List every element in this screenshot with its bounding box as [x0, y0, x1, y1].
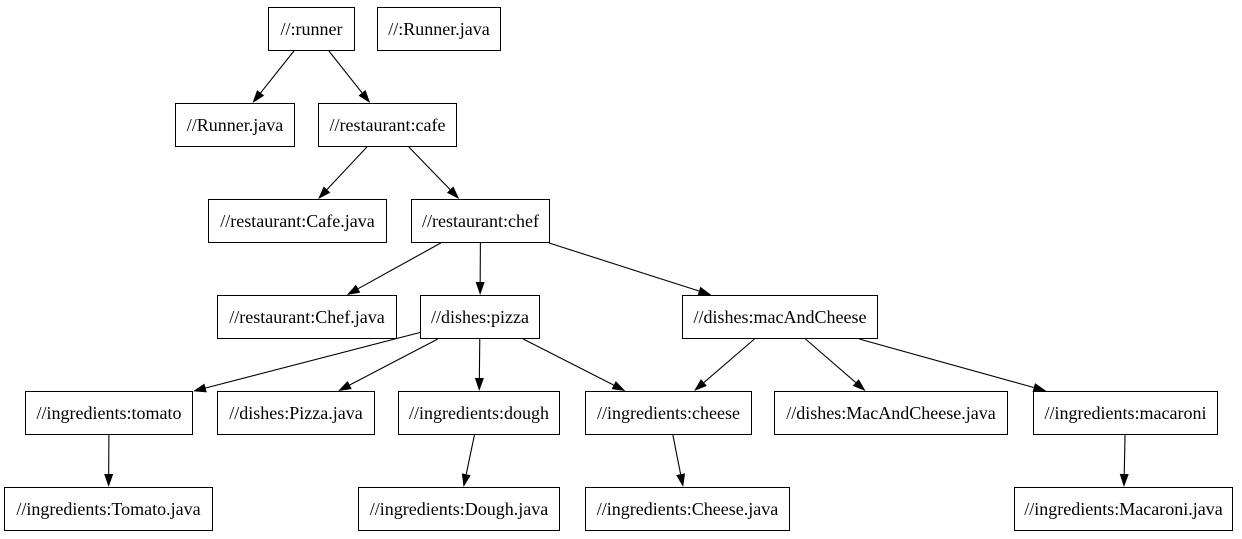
arrowhead-icon: [1032, 383, 1047, 392]
graph-node-runner: //:runner: [268, 7, 355, 51]
graph-node-dough: //ingredients:dough: [398, 391, 560, 435]
arrowhead-icon: [104, 473, 114, 487]
graph-node-mac-and-cheese: //dishes:macAndCheese: [682, 295, 878, 339]
graph-node-dough-java: //ingredients:Dough.java: [358, 487, 560, 531]
graph-edge-mac-and-cheese-to-cheese: [703, 338, 755, 383]
graph-edge-pizza-to-cheese: [522, 338, 614, 386]
arrowhead-icon: [446, 186, 460, 199]
arrowhead-icon: [318, 186, 331, 199]
graph-node-runner-java-src: //:Runner.java: [377, 7, 501, 51]
graph-edge-runner-to-cafe: [328, 50, 363, 94]
arrowhead-icon: [338, 380, 352, 391]
graph-node-cheese: //ingredients:cheese: [585, 391, 752, 435]
arrowhead-icon: [475, 281, 485, 295]
arrowhead-icon: [474, 377, 484, 391]
graph-node-chef: //restaurant:chef: [411, 199, 550, 243]
arrowhead-icon: [694, 379, 707, 391]
graph-node-tomato: //ingredients:tomato: [25, 391, 193, 435]
graph-node-runner-java: //Runner.java: [175, 103, 295, 147]
graph-node-mac-and-cheese-java: //dishes:MacAndCheese.java: [774, 391, 1008, 435]
graph-node-cafe-java: //restaurant:Cafe.java: [208, 199, 387, 243]
graph-node-tomato-java: //ingredients:Tomato.java: [4, 487, 213, 531]
graph-edge-chef-to-mac-and-cheese: [548, 242, 700, 292]
arrowhead-icon: [346, 284, 361, 295]
graph-node-pizza-java: //dishes:Pizza.java: [217, 391, 375, 435]
graph-node-cafe: //restaurant:cafe: [318, 103, 457, 147]
graph-edge-chef-to-chef-java: [357, 242, 442, 290]
arrowhead-icon: [461, 473, 471, 487]
graph-edge-mac-and-cheese-to-mac-and-cheese-java: [805, 338, 857, 383]
arrowhead-icon: [1119, 473, 1129, 487]
graph-edge-macaroni-to-macaroni-java: [1123, 434, 1126, 475]
arrowhead-icon: [252, 90, 265, 103]
graph-node-cheese-java: //ingredients:Cheese.java: [585, 487, 790, 531]
arrowhead-icon: [358, 90, 371, 103]
graph-edge-pizza-to-tomato: [205, 331, 421, 389]
graph-edge-mac-and-cheese-to-macaroni: [859, 338, 1034, 389]
arrowhead-icon: [676, 473, 686, 487]
graph-node-chef-java: //restaurant:Chef.java: [217, 295, 397, 339]
graph-edge-dough-to-dough-java: [465, 434, 475, 475]
arrowhead-icon: [852, 379, 866, 391]
graph-node-pizza: //dishes:pizza: [420, 295, 540, 339]
graph-edge-pizza-to-pizza-java: [349, 338, 439, 386]
graph-node-macaroni: //ingredients:macaroni: [1033, 391, 1218, 435]
graph-edge-runner-to-runner-java: [260, 50, 295, 94]
graph-node-macaroni-java: //ingredients:Macaroni.java: [1014, 487, 1233, 531]
arrowhead-icon: [193, 383, 207, 393]
arrowhead-icon: [697, 286, 712, 296]
graph-edge-cheese-to-cheese-java: [672, 434, 682, 475]
arrowhead-icon: [611, 381, 626, 391]
graph-edge-cafe-to-cafe-java: [326, 146, 368, 190]
graph-edge-cafe-to-chef: [408, 146, 451, 191]
